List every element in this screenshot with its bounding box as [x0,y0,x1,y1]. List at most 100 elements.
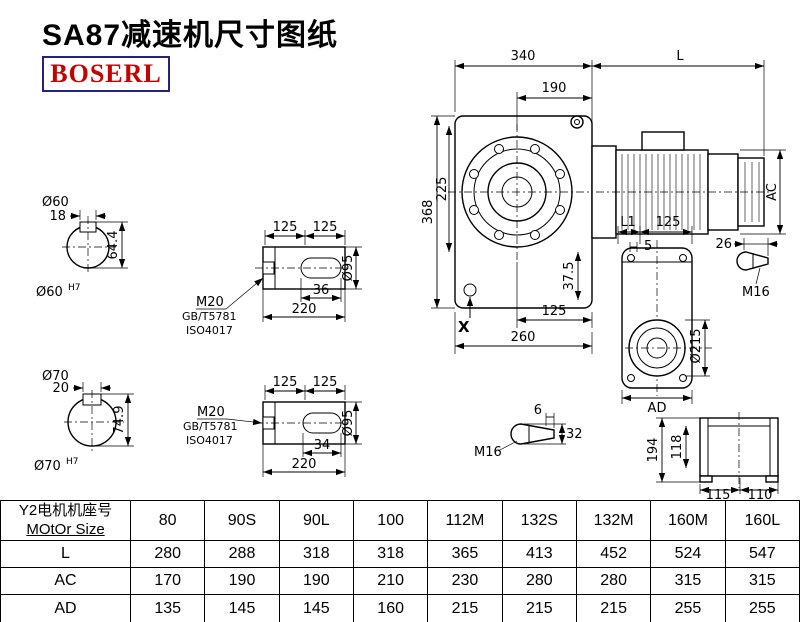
m16-label-side: M16 [742,285,770,300]
rear-view: 194 118 115 110 [646,412,779,500]
fit-dia-60: Ø60 [36,285,63,300]
header-en: MOtOr Size [26,520,105,538]
std-iso-b: ISO4017 [186,434,233,447]
main-front-view: 340 L 190 368 225 37.5 125 260 X [421,49,786,354]
value-cell: 190 [278,567,354,595]
row-label: AC [0,567,131,595]
dim-95-a: Ø95 [341,255,356,282]
dim-115: 115 [706,488,731,500]
fit-dia-70: Ø70 [34,459,61,474]
brand-logo-text: BOSERL [50,59,162,88]
dim-225: 225 [435,177,450,202]
dim-110: 110 [748,488,773,500]
label-dia-70: Ø70 [42,369,69,384]
label-dia-60: Ø60 [42,195,69,210]
value-cell: 413 [501,540,577,568]
std-gb-a: GB/T5781 [182,310,237,323]
dim-26: 26 [715,237,732,252]
m16-label-detail: M16 [474,445,502,460]
dim-368: 368 [421,200,436,225]
size-col-header: 100 [352,500,429,541]
dim-64-4: 64.4 [106,231,121,260]
dim-194: 194 [646,438,661,463]
dim-118: 118 [670,435,685,460]
dim-125-d: 125 [313,375,338,390]
table-row-L: L 280 288 318 318 365 413 452 524 547 [0,540,800,568]
value-cell: 547 [724,540,800,568]
page-title: SA87减速机尺寸图纸 [42,19,339,52]
m20-label-b: M20 [197,405,225,420]
dim-18: 18 [49,209,66,224]
motor-size-header-cell: Y2电机机座号 MOtOr Size [0,500,131,541]
value-cell: 210 [352,567,429,595]
shaft70-side-view: 125 125 34 220 Ø95 M20 GB/T5781 ISO4017 [183,375,362,477]
value-cell: 170 [129,567,206,595]
value-cell: 215 [575,594,652,622]
m20-label-a: M20 [196,295,224,310]
size-col-header: 132S [501,500,577,541]
dim-220-a: 220 [292,302,317,317]
size-col-header: 112M [427,500,503,541]
value-cell: 315 [650,567,726,595]
dim-215: Ø215 [689,328,704,363]
value-cell: 255 [650,594,726,622]
dim-37-5: 37.5 [562,262,577,291]
std-iso-a: ISO4017 [186,324,233,337]
dim-32: 32 [566,427,583,442]
value-cell: 315 [724,567,800,595]
dim-260: 260 [511,330,536,345]
motor-size-table: Y2电机机座号 MOtOr Size 80 90S 90L 100 112M 1… [0,500,800,622]
dim-motor-length: L [676,49,684,64]
x-marker-label: X [458,318,470,336]
std-gb-b: GB/T5781 [183,420,238,433]
table-row-AC: AC 170 190 190 210 230 280 280 315 315 [0,567,800,595]
dim-5: 5 [644,239,652,254]
shaft70-end-view: 20 74.9 Ø70 Ø70 H7 [34,369,134,474]
value-cell: 255 [724,594,800,622]
value-cell: 135 [129,594,206,622]
value-cell: 365 [427,540,503,568]
dim-125-a: 125 [273,220,298,235]
dim-125-b: 125 [313,220,338,235]
size-col-header: 132M [575,500,652,541]
dim-125-bottom: 125 [542,304,567,319]
value-cell: 280 [129,540,206,568]
dim-95-b: Ø95 [341,410,356,437]
size-col-header: 160L [724,500,800,541]
dim-190: 190 [542,81,567,96]
size-col-header: 80 [129,500,206,541]
key-profile-detail: 6 32 M16 [474,403,583,460]
shaft60-side-view: 125 125 36 220 Ø95 M20 GB/T5781 ISO4017 [182,220,362,337]
dim-34: 34 [314,438,331,453]
value-cell: 318 [352,540,429,568]
dim-74-9: 74.9 [112,406,127,435]
table-header-row: Y2电机机座号 MOtOr Size 80 90S 90L 100 112M 1… [0,500,800,541]
fit-dia-60-sup: H7 [68,283,81,293]
value-cell: 288 [204,540,280,568]
dim-340: 340 [511,49,536,64]
header-cn: Y2电机机座号 [18,501,113,519]
dim-AD: AD [648,401,667,416]
dim-L1: L1 [620,215,636,230]
value-cell: 452 [575,540,652,568]
row-label: L [0,540,131,568]
size-col-header: 90L [278,500,354,541]
dim-220-b: 220 [292,457,317,472]
value-cell: 160 [352,594,429,622]
dim-125-c: 125 [273,375,298,390]
technical-drawing: 340 L 190 368 225 37.5 125 260 X [34,49,786,500]
row-label: AD [0,594,131,622]
value-cell: 318 [278,540,354,568]
value-cell: 280 [501,567,577,595]
value-cell: 190 [204,567,280,595]
size-col-header: 90S [204,500,280,541]
table-row-AD: AD 135 145 145 160 215 215 215 255 255 [0,594,800,622]
value-cell: 145 [204,594,280,622]
dim-125-side: 125 [656,215,681,230]
size-col-header: 160M [650,500,726,541]
brand-logo: BOSERL [42,56,170,92]
value-cell: 145 [278,594,354,622]
dim-20: 20 [52,381,69,396]
dim-36: 36 [313,283,330,298]
